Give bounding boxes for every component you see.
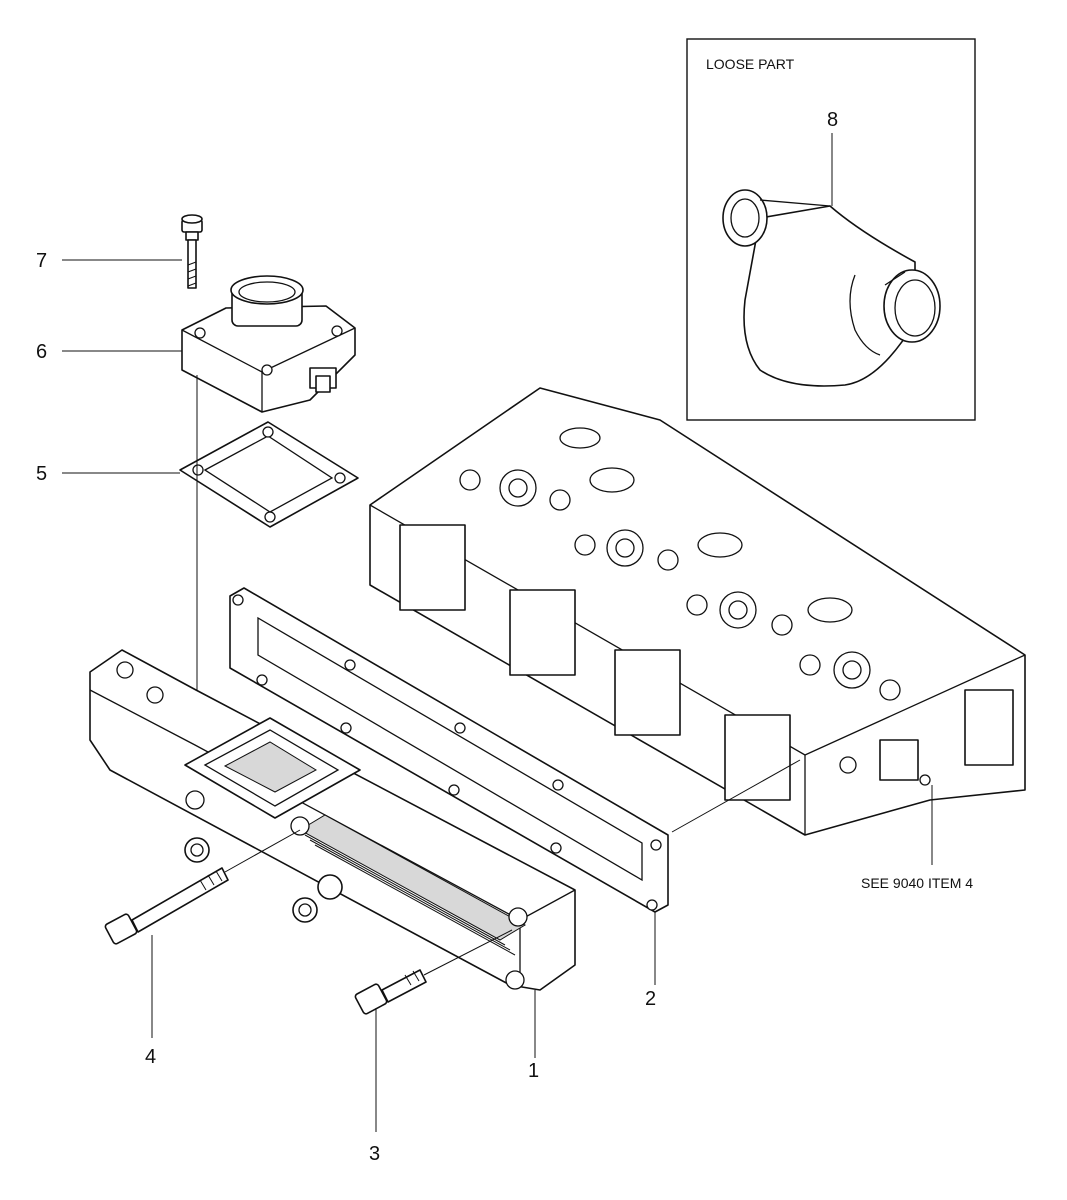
callout-2: 2 [645,988,656,1010]
callout-7: 7 [36,250,47,272]
inset-title: LOOSE PART [706,56,795,72]
part-2-manifold-gasket [229,587,669,913]
part-8-elbow-fitting [722,189,941,387]
callout-8: 8 [827,109,838,131]
callout-1: 1 [528,1060,539,1082]
part-6-thermostat-housing [181,275,356,413]
callout-5: 5 [36,463,47,485]
see-reference-note: SEE 9040 ITEM 4 [861,875,973,891]
callout-6: 6 [36,341,47,363]
callout-3: 3 [369,1143,380,1165]
part-7-bolt [181,214,203,289]
part-3-short-bolt [354,969,427,1015]
loose-part-inset: LOOSE PART 8 [686,38,976,421]
part-5-gasket [179,421,359,528]
part-1-intake-manifold [89,649,576,991]
cylinder-head [369,387,1026,836]
part-4-long-bolt [104,867,229,945]
callout-4: 4 [145,1046,156,1068]
